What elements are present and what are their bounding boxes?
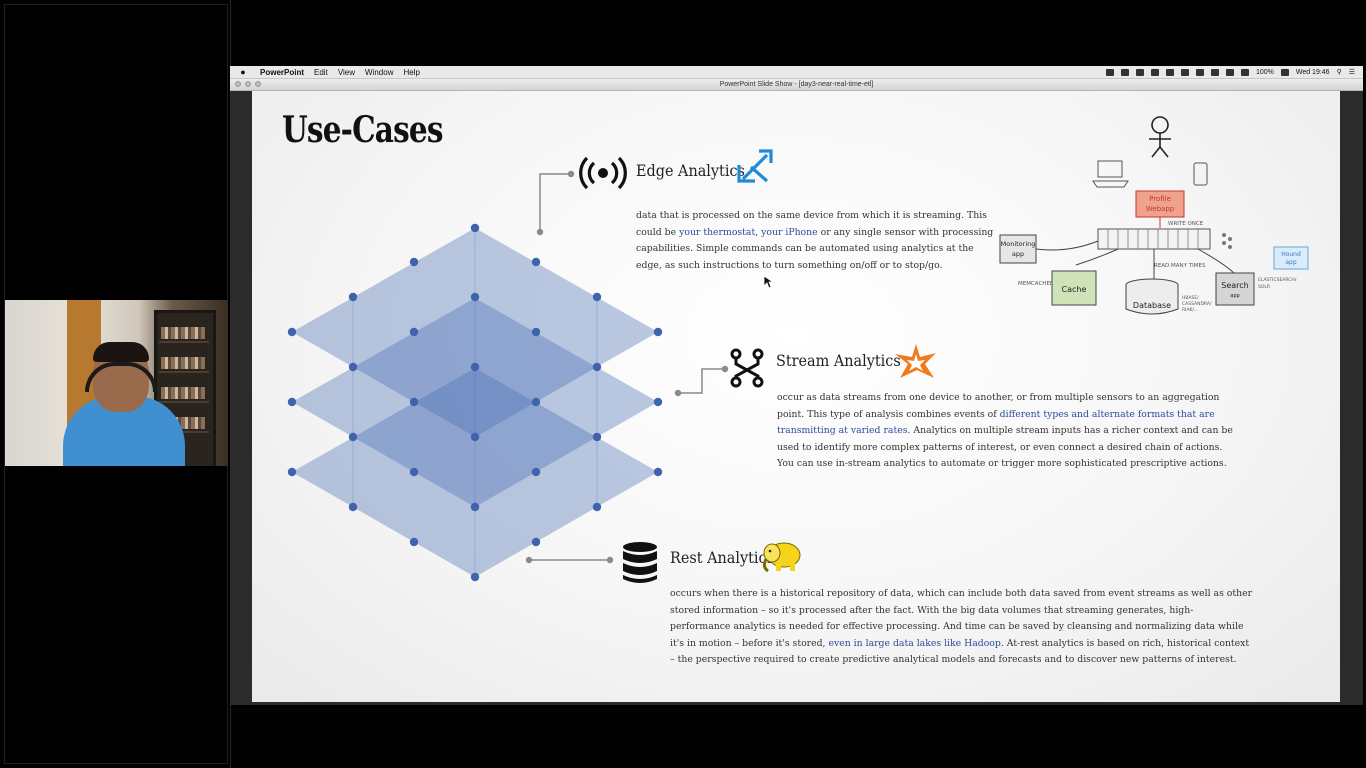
sketch-cache: Cache [1062,285,1087,294]
text-run: edge, as such instructions to turn somet… [636,259,943,271]
text-run: it's in motion – before it's stored, [670,637,829,649]
highlighted-text: transmitting at varied rates [777,425,908,437]
text-run: You can use in-stream analytics to autom… [777,458,1227,470]
text-line: performance analytics is needed for effe… [670,619,1243,636]
window-title: PowerPoint Slide Show - [day3-near-real-… [719,81,874,88]
status-icon[interactable] [1150,68,1159,76]
battery-icon[interactable] [1280,68,1289,76]
sketch-db-note-3: RIAK/... [1182,307,1198,313]
status-icon[interactable] [1135,68,1144,76]
text-run: occurs when there is a historical reposi… [670,588,1253,599]
text-run: point. This type of analysis combines ev… [777,408,1000,420]
text-line: transmitting at varied rates. Analytics … [777,423,1233,440]
sketch-memcached: MEMCACHED [1018,281,1054,287]
text-run: data that is processed on the same devic… [636,210,987,221]
git-merge-icon [730,348,764,388]
sketch-profile-line2: Webapp [1146,205,1175,213]
clock[interactable]: Wed 19:46 [1295,68,1330,76]
sketch-db-note-1: HBASE/ [1182,295,1199,301]
mouse-cursor-icon [763,275,775,289]
sketch-profile-line1: Profile [1149,195,1171,203]
menu-view[interactable]: View [337,67,356,77]
text-line: – the perspective required to create pre… [670,652,1237,669]
battery-percent[interactable]: 100% [1255,68,1274,76]
text-line: stored information – so it's processed a… [670,603,1230,620]
text-line: occur as data streams from one device to… [777,390,1219,407]
wifi-icon[interactable] [1225,68,1234,76]
menu-app[interactable]: PowerPoint [260,67,305,77]
volume-icon[interactable] [1240,68,1249,76]
highlighted-text: even in large data lakes like Hadoop [828,637,1001,649]
status-icon[interactable] [1165,68,1174,76]
text-line: used to identify more complex patterns o… [777,440,1222,457]
diamond-nodes [287,223,663,582]
database-icon [623,542,657,583]
layered-diamonds-illustration [287,170,729,582]
text-line: it's in motion – before it's stored, eve… [670,636,1249,653]
webcam-feed [5,300,228,466]
highlighted-text: your thermostat, your iPhone [679,226,818,238]
status-icon[interactable] [1195,68,1204,76]
spark-star-icon [895,344,936,378]
text-line: You can use in-stream analytics to autom… [777,456,1227,473]
text-line: capabilities. Simple commands can be aut… [636,241,974,258]
status-icon[interactable] [1105,68,1114,76]
sketch-read-many: READ MANY TIMES [1154,263,1206,269]
sketch-db-note-2: CASSANDRA/ [1182,301,1212,307]
slide-title: Use-Cases [282,109,443,151]
text-run: or any single sensor with processing [817,226,994,238]
minimize-window-button[interactable] [245,81,251,87]
text-line: data that is processed on the same devic… [636,208,987,225]
sketch-hound-line2: app [1285,259,1296,266]
text-run: performance analytics is needed for effe… [670,621,1244,633]
menu-bar: ● PowerPoint Edit View Window Help 100% … [230,66,1363,79]
status-icon[interactable] [1120,68,1129,76]
sketch-database: Database [1133,301,1171,310]
text-run: capabilities. Simple commands can be aut… [636,243,974,255]
text-run: used to identify more complex patterns o… [777,441,1223,453]
text-line: occurs when there is a historical reposi… [670,586,1252,603]
sketch-write-once: WRITE ONCE [1168,221,1204,227]
slide: Use-Cases [252,91,1340,702]
text-line: could be your thermostat, your iPhone or… [636,225,993,242]
window-titlebar: PowerPoint Slide Show - [day3-near-real-… [230,79,1363,91]
stream-analytics-text: occur as data streams from one device to… [777,390,1233,473]
stream-analytics-title: Stream Analytics [776,351,901,370]
azure-stream-icon [737,149,773,183]
text-run: . Analytics on multiple stream inputs ha… [907,425,1233,437]
sketch-monitoring-line2: app [1012,250,1024,258]
text-run: – the perspective required to create pre… [670,654,1237,666]
status-icon[interactable] [1180,68,1189,76]
edge-analytics-title: Edge Analytics [636,161,745,180]
menu-list-icon[interactable]: ☰ [1348,69,1355,76]
sketch-monitoring-line1: Monitoring [1001,240,1036,248]
edge-analytics-text: data that is processed on the same devic… [636,208,993,275]
menu-help[interactable]: Help [403,67,420,77]
sketch-search-note-1: ELASTICSEARCH/ [1258,277,1297,283]
architecture-sketch: Profile Webapp WRITE ONCE Monitoring app… [999,116,1309,315]
status-icon[interactable] [1210,68,1219,76]
sketch-search: Search [1221,281,1248,290]
hadoop-elephant-icon [762,542,801,573]
text-line: point. This type of analysis combines ev… [777,407,1215,424]
sketch-search-app: app [1230,293,1239,299]
apple-icon[interactable]: ● [240,67,246,77]
text-run: stored information – so it's processed a… [670,604,1194,616]
rest-analytics-title: Rest Analytics [670,548,774,567]
sketch-hound-line1: Hound [1281,251,1301,258]
highlighted-text: different types and alternate formats th… [999,408,1215,420]
text-run: occur as data streams from one device to… [777,392,1220,403]
text-line: edge, as such instructions to turn somet… [636,258,966,275]
spotlight-icon[interactable]: ⚲ [1336,69,1342,76]
menu-window[interactable]: Window [365,67,394,77]
sketch-search-note-2: SOLR [1258,284,1270,290]
broadcast-icon [579,156,627,190]
text-run: could be [636,226,680,238]
close-window-button[interactable] [235,81,241,87]
menu-edit[interactable]: Edit [314,67,328,77]
zoom-window-button[interactable] [255,81,261,87]
rest-analytics-text: occurs when there is a historical reposi… [670,586,1252,669]
text-run: . At-rest analytics is based on rich, hi… [1000,637,1250,649]
